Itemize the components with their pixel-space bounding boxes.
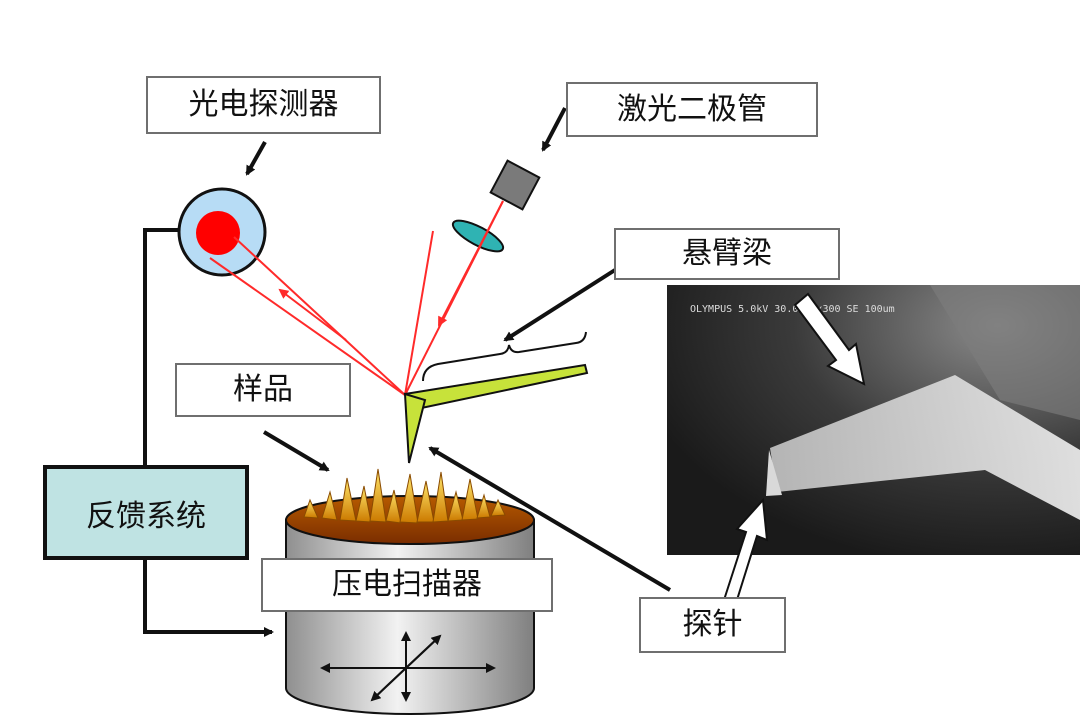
label-probe: 探针 bbox=[639, 597, 786, 653]
sem-caption: OLYMPUS 5.0kV 30.0mm x300 SE 100um bbox=[690, 304, 895, 315]
label-cantilever: 悬臂梁 bbox=[614, 228, 840, 280]
lens bbox=[451, 219, 505, 253]
sem-cantilever bbox=[770, 375, 1080, 520]
sample-surface bbox=[303, 468, 506, 524]
photodetector bbox=[177, 187, 267, 277]
sem-arrows bbox=[722, 292, 866, 605]
label-laser-diode: 激光二极管 bbox=[566, 82, 818, 137]
sem-image: OLYMPUS 5.0kV 30.0mm x300 SE 100um bbox=[667, 285, 1080, 555]
probe-tip bbox=[403, 392, 427, 464]
cantilever bbox=[403, 363, 589, 464]
label-piezo-scanner: 压电扫描器 bbox=[261, 558, 553, 612]
laser-beams bbox=[209, 200, 504, 396]
callout-arrows bbox=[245, 107, 672, 592]
cantilever-brace bbox=[422, 331, 587, 382]
label-sample: 样品 bbox=[175, 363, 351, 417]
laser-diode bbox=[489, 159, 541, 211]
detector-spot bbox=[196, 211, 240, 255]
feedback-wiring bbox=[143, 228, 274, 637]
label-feedback-system: 反馈系统 bbox=[43, 465, 249, 560]
label-photodetector: 光电探测器 bbox=[146, 76, 381, 134]
